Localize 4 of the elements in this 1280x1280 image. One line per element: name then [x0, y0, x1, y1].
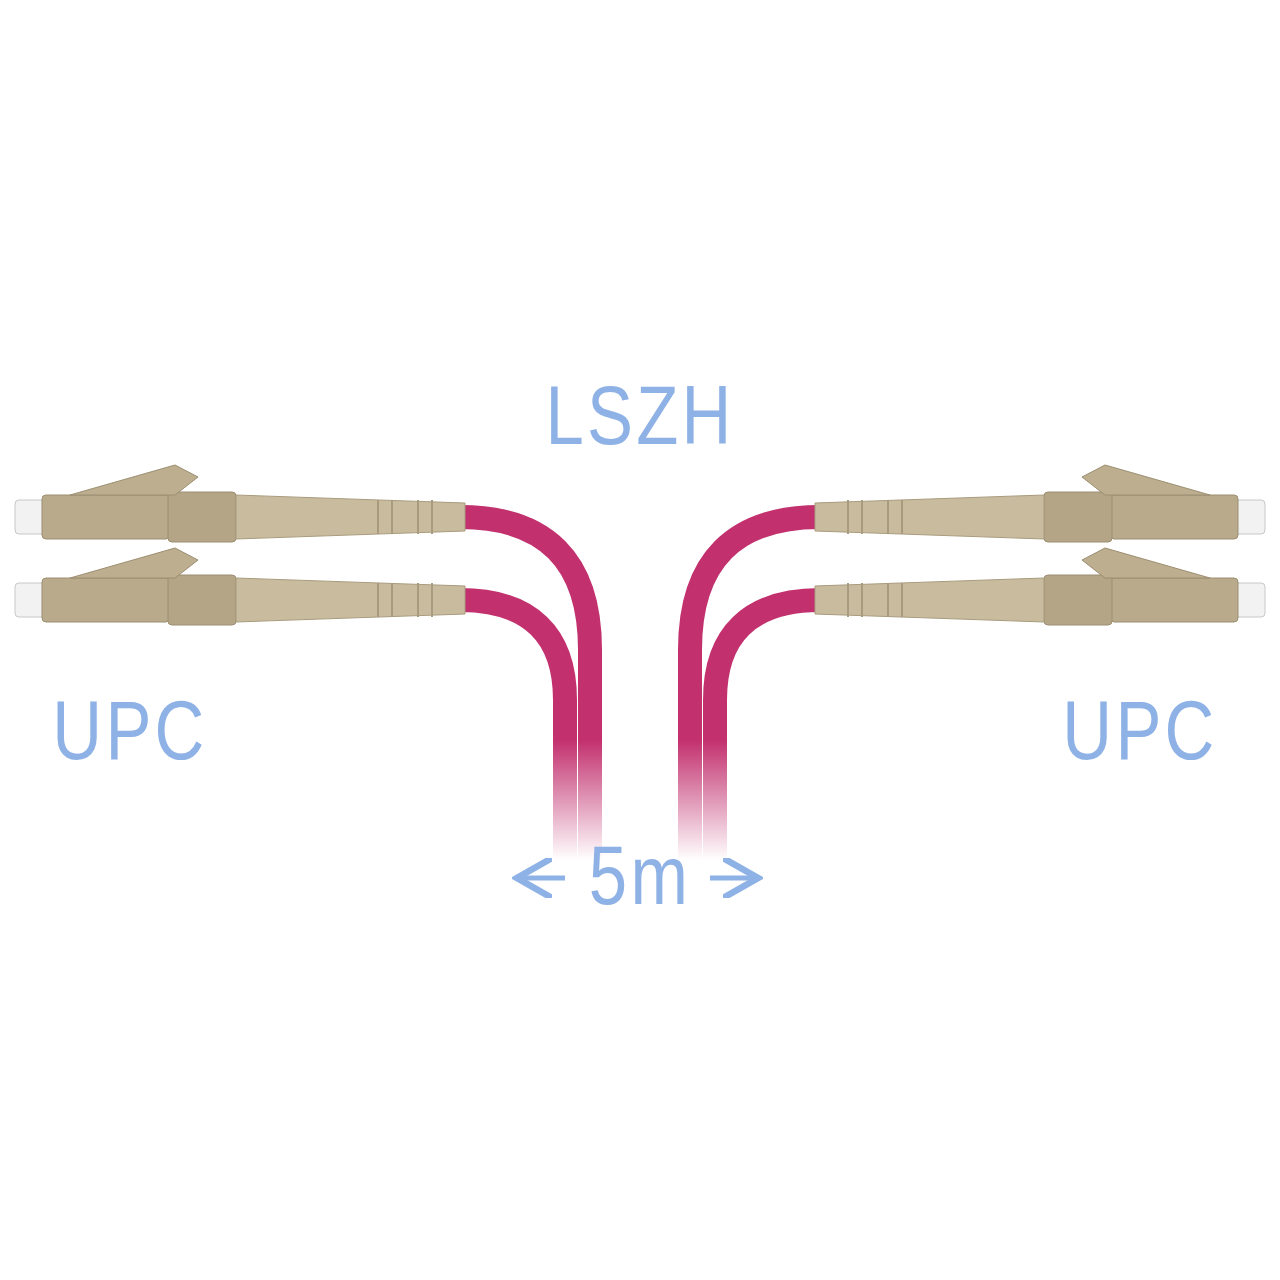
polish-type-label: UPC [1062, 688, 1218, 772]
polish-type-label: UPC [52, 688, 208, 772]
cable-type-label: LSZH [545, 373, 735, 457]
length-label: 5m [588, 833, 692, 917]
